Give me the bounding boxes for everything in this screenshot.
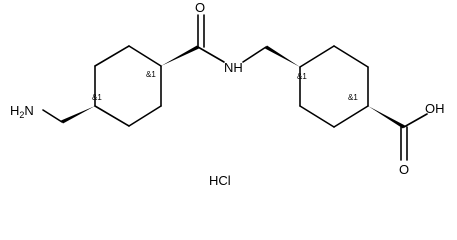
amide-nh-label: NH	[224, 60, 243, 75]
ring-left-bond-1	[128, 45, 162, 67]
ch2-to-nh2-bond	[42, 109, 63, 123]
ring-right-bond-4	[333, 105, 369, 128]
aminomethyl-group: H2N	[10, 103, 95, 124]
carbonyl-to-nh-bond	[197, 46, 225, 63]
ring-left-bond-4	[94, 105, 130, 127]
nh-to-ch2-bond	[242, 46, 267, 63]
carboxyl-oxygen-label: O	[399, 162, 409, 177]
ring-left-bond-2	[94, 45, 130, 67]
chemical-structure-drawing: H2N O NH OH O &1 &1 &1 &1 HCl	[10, 0, 445, 188]
hydrochloride-salt-label: HCl	[209, 173, 231, 188]
ring-left-upper-wedge-bond	[161, 45, 199, 66]
stereo-label-ring-right-c1: &1	[297, 72, 307, 81]
cyclohexane-ring-right	[299, 45, 369, 128]
ring-right-upper-wedge-bond	[265, 45, 300, 67]
ring-left-lower-wedge-bond	[61, 106, 95, 124]
stereo-label-ring-left-c1: &1	[146, 70, 156, 79]
amide-oxygen-label: O	[195, 0, 205, 15]
carboxyl-to-oh-bond	[403, 113, 428, 128]
carboxylic-acid-group: OH O	[368, 101, 445, 177]
ring-left-bond-5	[128, 105, 162, 127]
amide-group: O NH	[161, 0, 267, 75]
ring-right-bond-2	[333, 45, 369, 68]
ring-right-bond-5	[299, 105, 335, 128]
ring-right-bond-1	[299, 45, 335, 68]
hydroxyl-label: OH	[425, 101, 445, 116]
stereo-label-ring-left-c4: &1	[92, 93, 102, 102]
ring-right-lower-wedge-bond	[368, 106, 405, 129]
amine-label: H2N	[10, 103, 34, 120]
cyclohexane-ring-left	[94, 45, 162, 127]
stereo-label-ring-right-c4: &1	[348, 93, 358, 102]
